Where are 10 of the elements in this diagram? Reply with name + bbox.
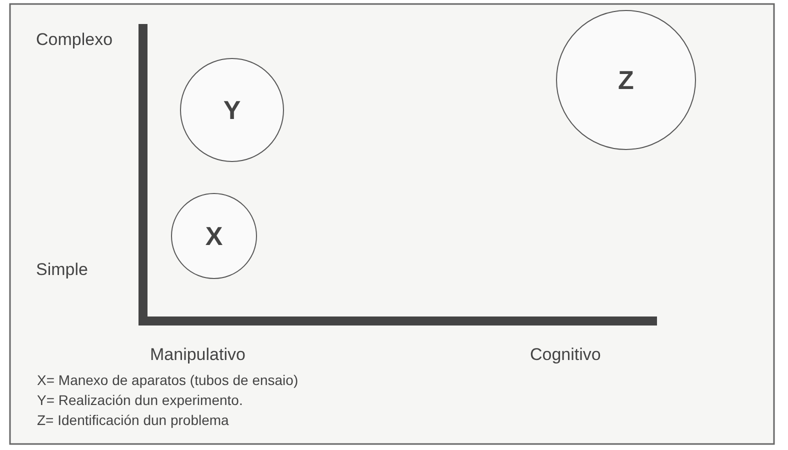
key-note: X= Manexo de aparatos (tubos de ensaio) [37, 372, 298, 388]
axis-label: Manipulativo [150, 345, 246, 365]
axis-label: Cognitivo [530, 345, 601, 365]
circle-label: Y [223, 94, 241, 126]
axis-label: Simple [36, 260, 88, 280]
circle-label: X [205, 220, 223, 252]
key-note: Z= Identificación dun problema [37, 412, 229, 428]
circle-label: Z [618, 64, 634, 96]
key-note: Y= Realización dun experimento. [37, 392, 243, 408]
axis-label: Complexo [36, 30, 113, 50]
